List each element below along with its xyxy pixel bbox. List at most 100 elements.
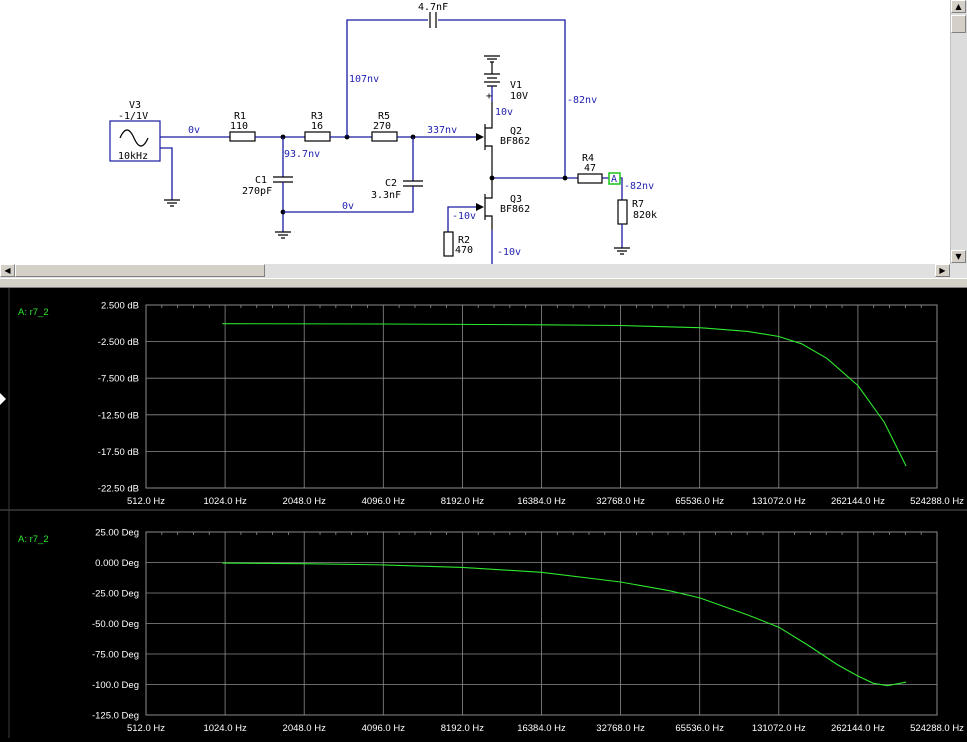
plot2-x-tick-label: 65536.0 Hz bbox=[675, 723, 724, 734]
plot2-x-tick-label: 2048.0 Hz bbox=[283, 723, 327, 734]
scroll-right-arrow-icon[interactable]: ▶ bbox=[935, 264, 950, 277]
plot1-y-tick-label: -2.500 dB bbox=[98, 337, 139, 348]
resistor-r2[interactable] bbox=[443, 231, 454, 257]
q3-value: BF862 bbox=[500, 204, 530, 215]
r3-value: 16 bbox=[311, 121, 323, 132]
ground-icon bbox=[164, 199, 180, 207]
plot1-x-tick-label: 65536.0 Hz bbox=[675, 496, 724, 507]
plot2-y-tick-label: 0.000 Deg bbox=[95, 558, 139, 569]
node-voltage-feedback: -82nv bbox=[567, 95, 597, 106]
plot2-y-tick-label: -75.00 Deg bbox=[92, 650, 139, 661]
plot1-x-tick-label: 262144.0 Hz bbox=[831, 496, 885, 507]
v3-frequency: 10kHz bbox=[118, 151, 148, 162]
feedback-cap-value: 4.7nF bbox=[418, 2, 448, 13]
svg-text:+: + bbox=[486, 91, 492, 102]
r5-name: R5 bbox=[378, 111, 390, 122]
node-voltage-bottom: -10v bbox=[497, 247, 521, 258]
plot1-y-tick-label: -7.500 dB bbox=[98, 374, 139, 385]
v3-value: -1/1V bbox=[118, 111, 148, 122]
plot2-x-tick-label: 262144.0 Hz bbox=[831, 723, 885, 734]
plot1-y-tick-label: -12.50 dB bbox=[98, 410, 139, 421]
node-voltage-in: 0v bbox=[188, 125, 200, 136]
r3-name: R3 bbox=[311, 111, 323, 122]
plot1-x-tick-label: 2048.0 Hz bbox=[283, 496, 327, 507]
jfet-q3[interactable] bbox=[484, 178, 493, 230]
plot2-x-tick-label: 16384.0 Hz bbox=[517, 723, 566, 734]
capacitor-c1[interactable] bbox=[273, 176, 293, 183]
plot1-x-tick-label: 1024.0 Hz bbox=[203, 496, 247, 507]
pane-splitter[interactable] bbox=[0, 278, 967, 288]
node-voltage-gate: 337nv bbox=[427, 125, 457, 136]
c2-value: 3.3nF bbox=[371, 190, 401, 201]
plot2-trace-label: A: r7_2 bbox=[18, 534, 49, 545]
r7-name: R7 bbox=[632, 199, 644, 210]
plot2-y-tick-label: 25.00 Deg bbox=[95, 528, 139, 539]
plot1-y-tick-label: -17.50 dB bbox=[98, 447, 139, 458]
schematic-canvas[interactable]: V3 -1/1V 10kHz 0v R1 110 93.7nv C1 270pF… bbox=[0, 0, 950, 264]
scroll-down-arrow-icon[interactable]: ▼ bbox=[951, 250, 966, 263]
plot1-trace-label: A: r7_2 bbox=[18, 307, 49, 318]
r2-value: 470 bbox=[455, 245, 473, 256]
plot2-x-tick-label: 32768.0 Hz bbox=[596, 723, 645, 734]
horizontal-scroll-thumb[interactable] bbox=[15, 264, 265, 277]
v1-value: 10V bbox=[510, 91, 528, 102]
r2-name: R2 bbox=[458, 235, 470, 246]
plot2-x-tick-label: 8192.0 Hz bbox=[441, 723, 485, 734]
plot2-y-tick-label: -25.00 Deg bbox=[92, 589, 139, 600]
c2-name: C2 bbox=[385, 178, 397, 189]
battery-v1[interactable] bbox=[484, 55, 500, 87]
r7-value: 820k bbox=[633, 210, 657, 221]
plot1-x-tick-label: 8192.0 Hz bbox=[441, 496, 485, 507]
c1-value: 270pF bbox=[242, 186, 272, 197]
vertical-scrollbar[interactable]: ▲ ▼ bbox=[950, 0, 967, 264]
node-voltage-q3-gate: -10v bbox=[452, 211, 476, 222]
resistor-r3[interactable] bbox=[304, 131, 331, 142]
plot1-series-line bbox=[222, 323, 907, 467]
resistor-r5[interactable] bbox=[371, 131, 398, 142]
plot2-series-line bbox=[222, 562, 907, 687]
node-voltage-v1: 10v bbox=[495, 107, 513, 118]
plot1-x-tick-label: 512.0 Hz bbox=[127, 496, 165, 507]
vertical-scroll-thumb[interactable] bbox=[951, 15, 966, 33]
resistor-r1[interactable] bbox=[229, 131, 256, 142]
plot2-x-tick-label: 4096.0 Hz bbox=[362, 723, 406, 734]
r4-value: 47 bbox=[584, 163, 596, 174]
probe-a-marker[interactable] bbox=[608, 172, 621, 185]
plot1-x-tick-label: 4096.0 Hz bbox=[362, 496, 406, 507]
pane-expand-arrow-icon[interactable] bbox=[0, 393, 6, 405]
resistor-r4[interactable] bbox=[577, 173, 603, 184]
resistor-r7[interactable] bbox=[617, 199, 628, 225]
plot2-y-tick-label: -125.0 Deg bbox=[92, 711, 139, 722]
jfet-q2[interactable] bbox=[484, 102, 493, 178]
plot1-x-tick-label: 32768.0 Hz bbox=[596, 496, 645, 507]
q2-value: BF862 bbox=[500, 136, 530, 147]
r5-value: 270 bbox=[373, 121, 391, 132]
plot2-x-tick-label: 131072.0 Hz bbox=[752, 723, 806, 734]
capacitor-c2[interactable] bbox=[403, 180, 423, 187]
probe-a-label: A bbox=[611, 174, 617, 185]
plot-area: 2.500 dB -2.500 dB -7.500 dB -12.50 dB -17.5… bbox=[0, 288, 967, 738]
plot2-y-tick-label: -50.00 Deg bbox=[92, 619, 139, 630]
plot1-y-tick-label: -22.50 dB bbox=[98, 484, 139, 495]
c1-name: C1 bbox=[255, 175, 267, 186]
q3-name: Q3 bbox=[510, 194, 522, 205]
ground-icon bbox=[275, 231, 291, 239]
r1-name: R1 bbox=[234, 111, 246, 122]
capacitor-feedback[interactable] bbox=[429, 12, 437, 28]
plot1-y-tick-label: 2.500 dB bbox=[101, 301, 139, 312]
v1-name: V1 bbox=[510, 80, 522, 91]
ground-icon bbox=[614, 247, 630, 255]
scroll-up-arrow-icon[interactable]: ▲ bbox=[951, 0, 966, 13]
v3-name: V3 bbox=[129, 100, 141, 111]
node-voltage-r1: 93.7nv bbox=[284, 149, 320, 160]
scroll-left-arrow-icon[interactable]: ◀ bbox=[0, 264, 15, 277]
plot1-x-tick-label: 524288.0 Hz bbox=[910, 496, 964, 507]
plot2-x-tick-label: 1024.0 Hz bbox=[203, 723, 247, 734]
plot2-x-tick-label: 524288.0 Hz bbox=[910, 723, 964, 734]
r1-value: 110 bbox=[230, 121, 248, 132]
node-voltage-out: -82nv bbox=[624, 181, 654, 192]
v3-source-symbol[interactable] bbox=[109, 120, 161, 162]
node-voltage-c2: 0v bbox=[342, 201, 354, 212]
horizontal-scrollbar[interactable]: ◀ ▶ bbox=[0, 264, 967, 278]
plot2-x-tick-label: 512.0 Hz bbox=[127, 723, 165, 734]
